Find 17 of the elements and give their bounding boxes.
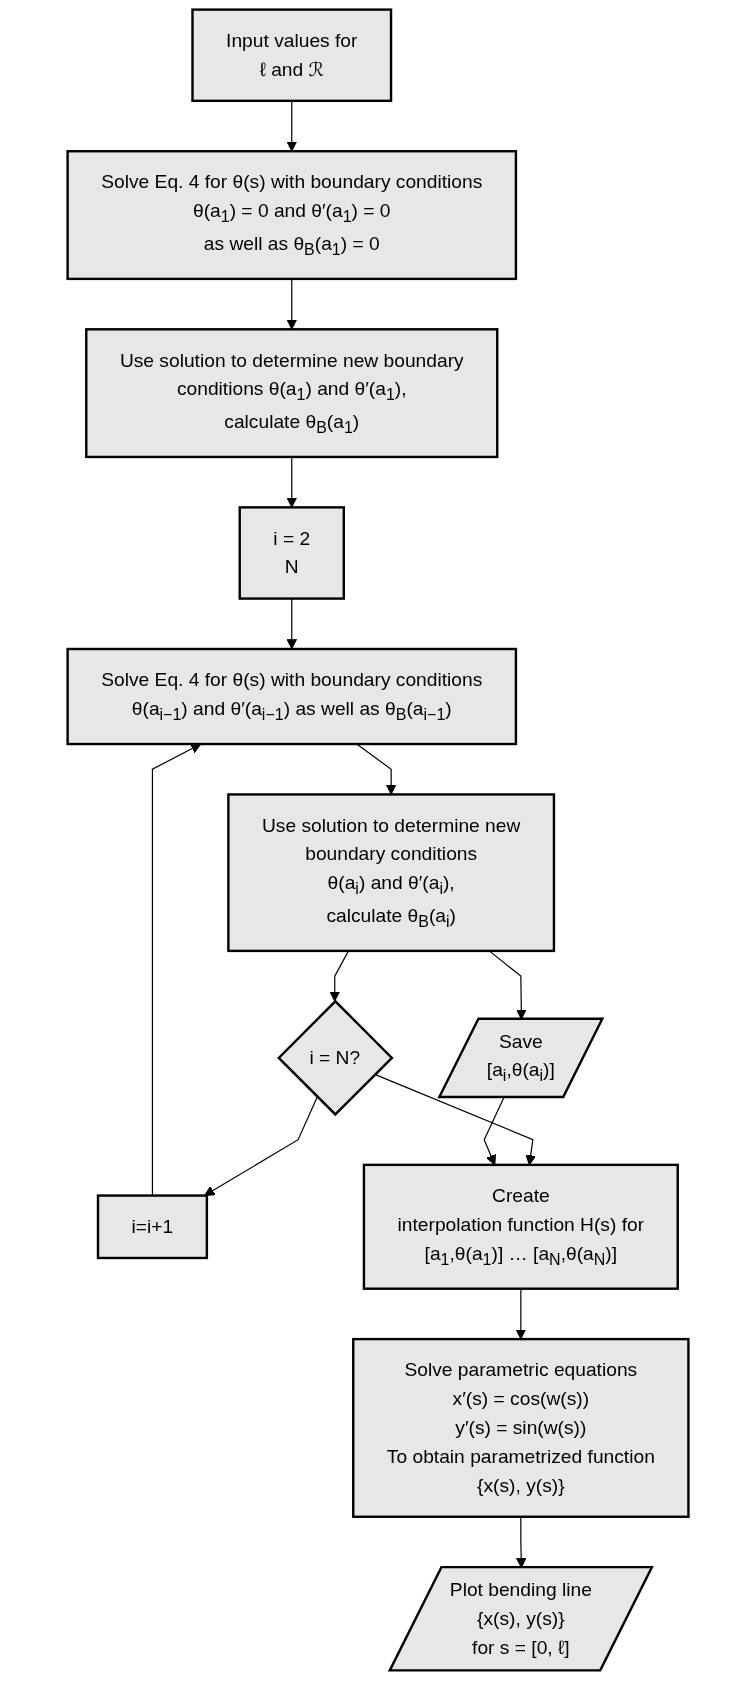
arrow — [329, 950, 350, 1002]
arrow — [286, 100, 298, 152]
arrow — [204, 1096, 318, 1197]
node-box: Solve parametric equations x′(s) = cos(w(s)) y′(s) = sin(w(s)) To obtain parametrized function {x(s), y(s)} — [352, 1337, 690, 1518]
node-box: Use solution to determine new boundary conditions θ(a$_{1}$) and θ′(a$_{1}$), calculate θ$_{B}$(a$_{1}$) — [85, 328, 499, 459]
arrow — [286, 456, 298, 508]
node-box: i=i+1 — [96, 1194, 209, 1260]
arrow — [515, 1288, 527, 1340]
node-box: Create interpolation function H(s) for [a$_{1}$,θ(a$_{1}$)] … [a$_{N}$,θ(a$_{N}$)] — [362, 1163, 679, 1290]
node-box: Input values for ℓ and ℛ — [191, 8, 393, 103]
arrow — [286, 598, 298, 650]
node-box: Use solution to determine new boundary conditions θ(a$_{i}$) and θ′(a$_{i}$), calculate θ$_{B}$(a$_{i}$) — [227, 793, 556, 953]
node-diamond: i = N? — [277, 999, 394, 1117]
node-box: Solve Eq. 4 for θ(s) with boundary conditions θ(a$_{i−1}$) and θ′(a$_{i−1}$) as well as θ$_{B}$(a$_{i−1}$) — [66, 647, 518, 746]
node-box: i = 2 N — [238, 506, 345, 600]
node-box: Solve Eq. 4 for θ(s) with boundary conditions θ(a$_{1}$) = 0 and θ′(a$_{1}$) = 0 as well as θ$_{B}$(a$_{1}$) = 0 — [66, 150, 518, 281]
arrow — [286, 278, 298, 330]
